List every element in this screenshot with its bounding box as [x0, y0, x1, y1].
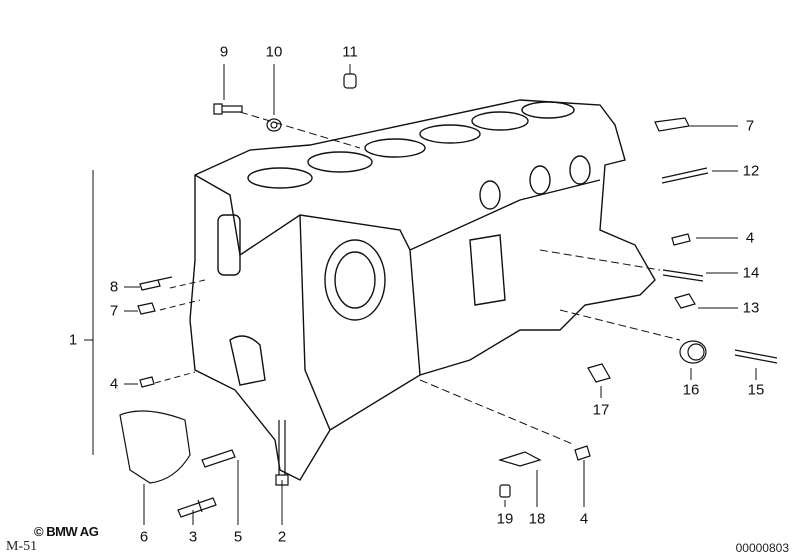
callout-7-right: 7	[745, 117, 755, 135]
callout-7-left: 7	[109, 302, 119, 320]
small-parts	[119, 73, 778, 518]
callout-17: 17	[592, 401, 610, 419]
callout-3: 3	[188, 528, 198, 546]
model-reference: M-51	[6, 539, 38, 554]
callout-4-left: 4	[109, 375, 119, 393]
callout-14: 14	[742, 264, 760, 282]
callout-5: 5	[233, 528, 243, 546]
callout-4-bottom: 4	[579, 510, 589, 528]
callout-15: 15	[747, 381, 765, 399]
callout-6: 6	[139, 528, 149, 546]
document-number: 00000803	[735, 541, 789, 555]
callout-11: 11	[342, 43, 358, 61]
callout-10: 10	[265, 43, 283, 61]
callout-4-right: 4	[745, 229, 755, 247]
callout-2: 2	[277, 528, 287, 546]
callout-1: 1	[68, 331, 78, 349]
callout-18: 18	[528, 510, 546, 528]
leader-lines	[84, 64, 757, 525]
callout-19: 19	[496, 510, 514, 528]
callout-8: 8	[109, 278, 119, 296]
callout-12: 12	[742, 162, 760, 180]
engine-block	[189, 99, 656, 481]
callout-9: 9	[219, 43, 229, 61]
copyright-text: © BMW AG	[34, 524, 99, 539]
callout-13: 13	[742, 299, 760, 317]
callout-16: 16	[682, 381, 700, 399]
